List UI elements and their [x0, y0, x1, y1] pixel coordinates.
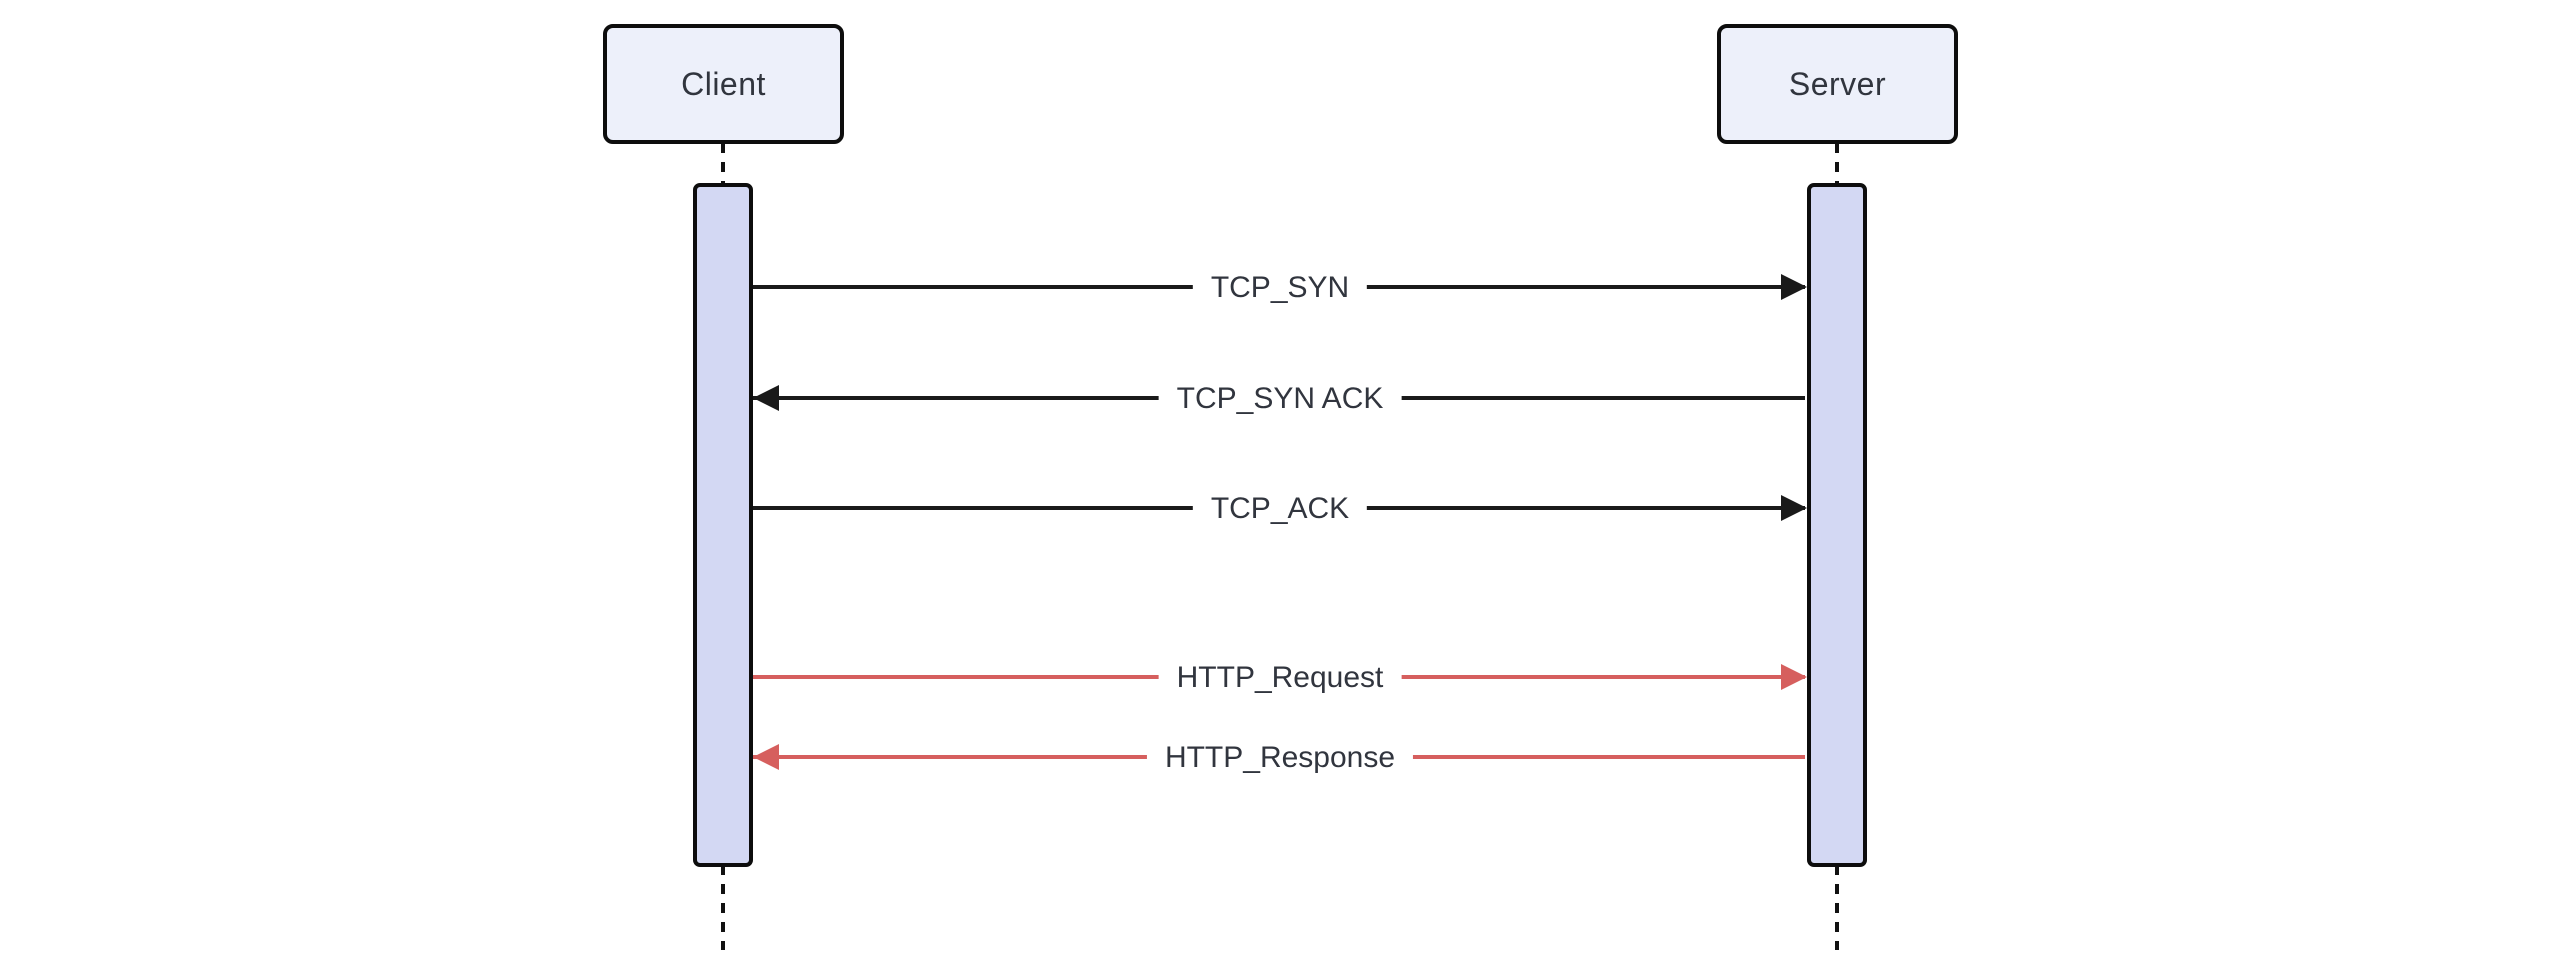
message-label: TCP_ACK	[1192, 488, 1368, 530]
message-label: TCP_SYN	[1192, 267, 1368, 309]
message-label: TCP_SYN ACK	[1158, 378, 1402, 420]
actor-box-client: Client	[603, 24, 844, 144]
actor-label-client: Client	[681, 65, 766, 102]
arrowhead-left-icon	[753, 744, 779, 770]
message-label: HTTP_Response	[1146, 737, 1414, 779]
actor-box-server: Server	[1717, 24, 1958, 144]
client-activation-bar	[693, 183, 753, 867]
arrowhead-right-icon	[1781, 274, 1807, 300]
arrowhead-left-icon	[753, 385, 779, 411]
arrowhead-right-icon	[1781, 664, 1807, 690]
actor-label-server: Server	[1788, 65, 1887, 102]
message-label: HTTP_Request	[1158, 657, 1402, 699]
server-activation-bar	[1807, 183, 1867, 867]
arrowhead-right-icon	[1781, 495, 1807, 521]
